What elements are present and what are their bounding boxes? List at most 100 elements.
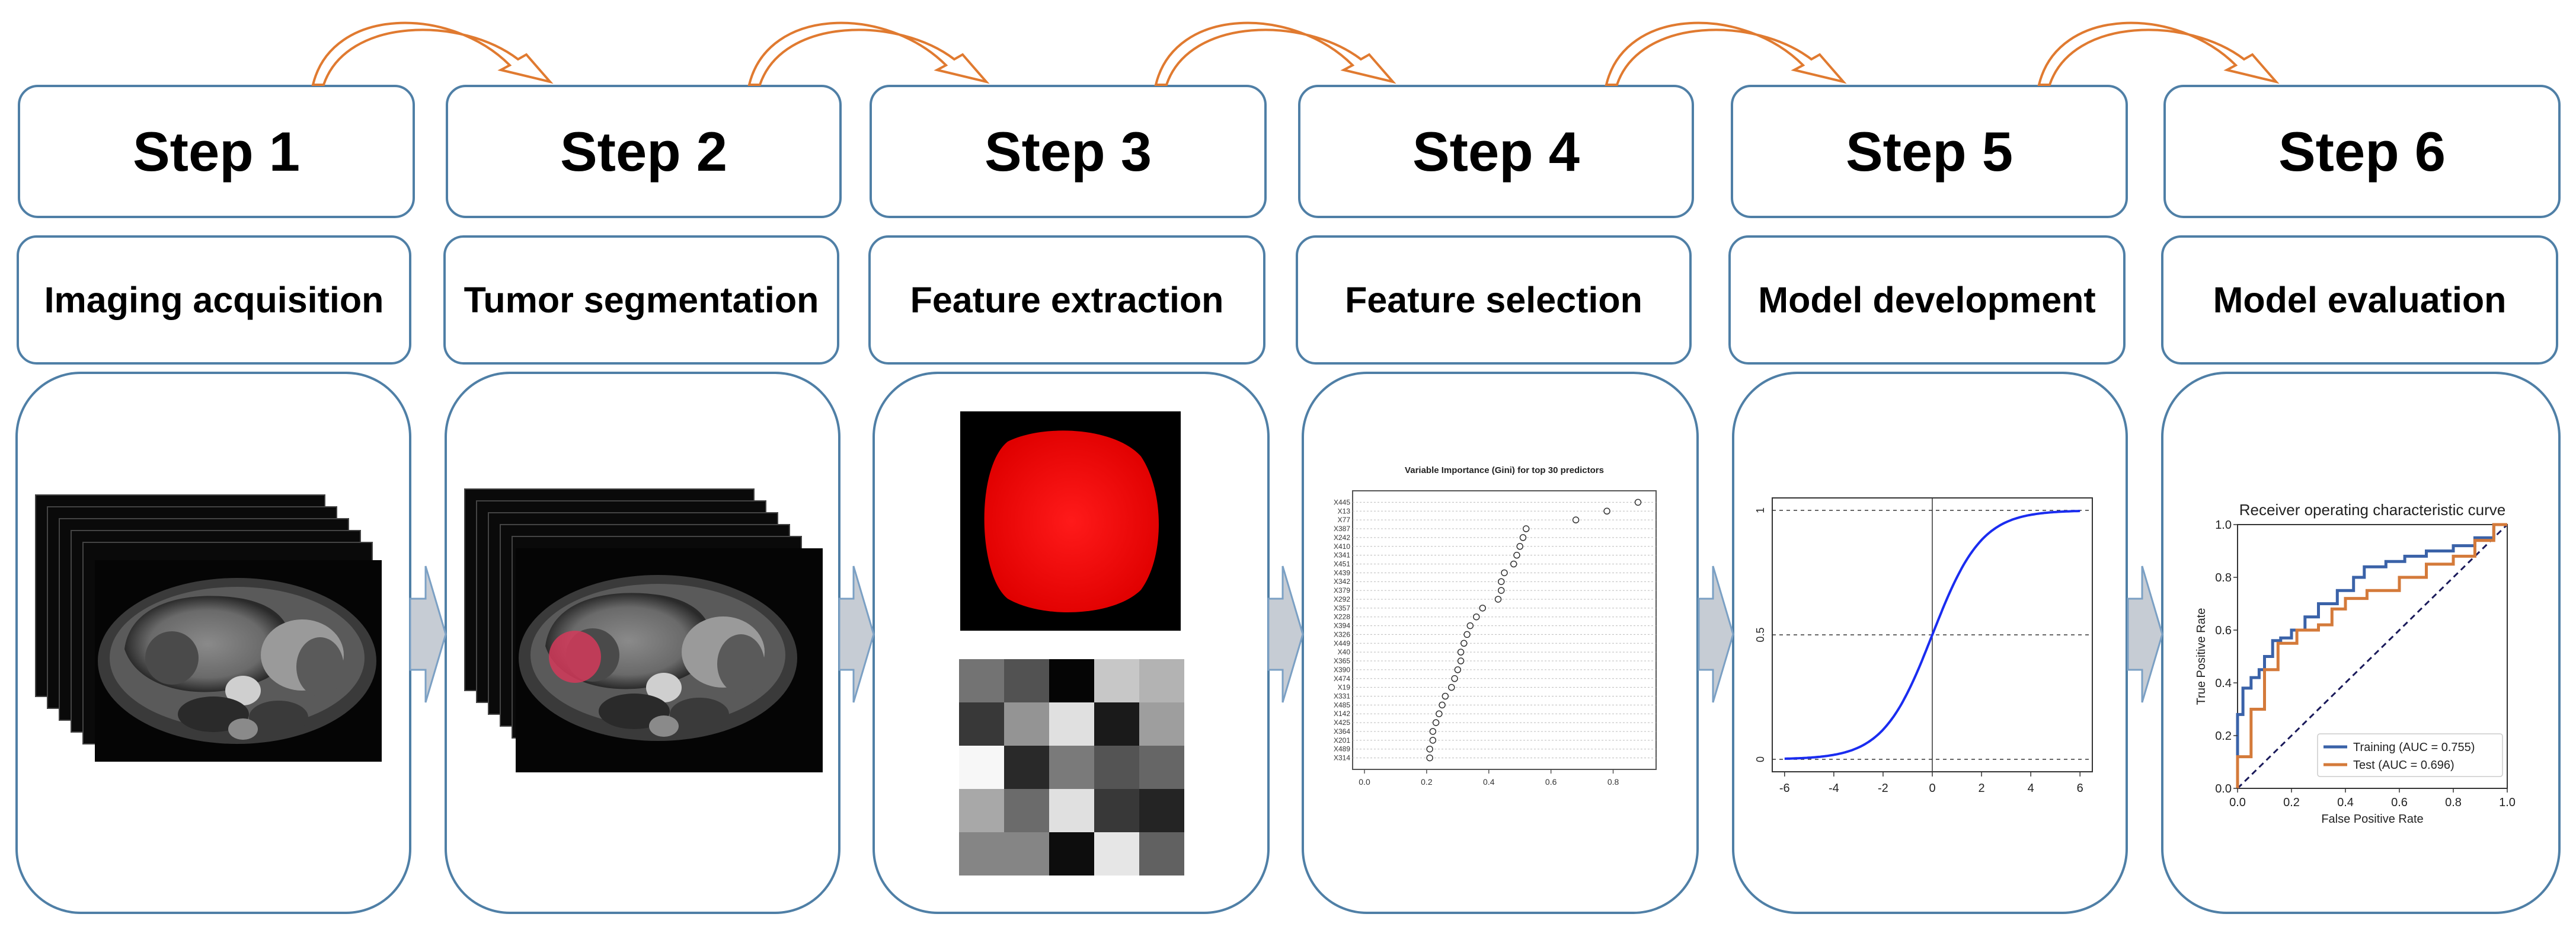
tick-label: 2 — [1979, 782, 1985, 795]
tick-label: 0 — [1754, 756, 1766, 762]
matrix-cell — [959, 659, 1004, 702]
data-point — [1426, 745, 1433, 753]
plot-frame — [1352, 490, 1657, 770]
data-point — [1510, 560, 1517, 568]
matrix-cell — [1004, 659, 1049, 702]
x-axis-label: False Positive Rate — [2321, 813, 2423, 826]
tick-label: X394 — [1334, 622, 1350, 630]
step-2-label: Step 2 — [560, 120, 728, 183]
tick-label: X410 — [1334, 542, 1350, 551]
feature-matrix — [959, 659, 1184, 876]
variable-importance-chart: Variable Importance (Gini) for top 30 pr… — [1334, 465, 1657, 787]
matrix-cell — [1049, 746, 1094, 789]
roc-series-line — [2236, 523, 2507, 788]
tick-label: -6 — [1779, 782, 1790, 795]
tick-label: X19 — [1338, 683, 1351, 692]
matrix-cell — [1094, 702, 1139, 746]
tick-label: X474 — [1334, 675, 1350, 683]
tick-label: 1.0 — [2215, 519, 2232, 532]
title-4-box: Feature selection — [1296, 235, 1692, 365]
tick-label: X13 — [1338, 507, 1351, 515]
tick-label: 0.8 — [2215, 571, 2232, 584]
right-arrow-icon — [1267, 565, 1304, 703]
matrix-cell — [1049, 702, 1094, 746]
tick-label: 6 — [2077, 782, 2083, 795]
tick-label: 1 — [1754, 507, 1766, 513]
tick-label: X326 — [1334, 630, 1350, 638]
panel-4 — [1302, 372, 1699, 914]
right-arrow-icon — [409, 565, 447, 703]
data-point — [1432, 719, 1440, 726]
title-4-label: Feature selection — [1345, 280, 1642, 320]
data-point — [1442, 692, 1449, 700]
title-5-box: Model development — [1728, 235, 2126, 365]
tick-label: 0 — [1929, 782, 1935, 795]
tick-label: X292 — [1334, 595, 1350, 603]
step-3-label: Step 3 — [984, 120, 1152, 183]
tick-label: X314 — [1334, 754, 1350, 762]
data-point — [1522, 525, 1530, 532]
data-point — [1501, 569, 1508, 577]
y-axis-label: True Positive Rate — [2195, 608, 2208, 705]
data-point — [1572, 516, 1580, 523]
matrix-cell — [959, 832, 1004, 876]
step-1-label: Step 1 — [132, 120, 301, 183]
matrix-cell — [1004, 746, 1049, 789]
matrix-cell — [1139, 832, 1184, 876]
legend-box — [2317, 733, 2503, 777]
data-point — [1436, 710, 1443, 717]
tick-label: X489 — [1334, 745, 1350, 753]
data-point — [1634, 499, 1642, 506]
title-3-box: Feature extraction — [868, 235, 1265, 365]
tick-label: X439 — [1334, 568, 1350, 577]
matrix-cell — [1139, 789, 1184, 832]
data-point — [1429, 728, 1437, 735]
matrix-cell — [1139, 702, 1184, 746]
tick-label: X341 — [1334, 551, 1350, 560]
title-5-label: Model development — [1758, 280, 2096, 320]
right-arrow-icon — [2127, 565, 2163, 703]
tick-label: X365 — [1334, 657, 1350, 665]
title-1-label: Imaging acquisition — [44, 280, 384, 320]
tick-label: X201 — [1334, 736, 1350, 745]
curved-arrow-icon — [1605, 21, 1847, 86]
tick-label: X451 — [1334, 560, 1350, 568]
matrix-cell — [1094, 659, 1139, 702]
data-point — [1426, 754, 1433, 762]
legend-label: Test (AUC = 0.696) — [2353, 759, 2454, 772]
step-1-box: Step 1 — [18, 85, 415, 218]
data-point — [1473, 613, 1480, 621]
data-point — [1457, 648, 1465, 656]
tick-label: X425 — [1334, 718, 1350, 727]
legend-label: Training (AUC = 0.755) — [2353, 741, 2475, 754]
tick-label: 0.4 — [1483, 777, 1495, 787]
tick-label: 0.5 — [1754, 627, 1766, 642]
data-point — [1494, 596, 1502, 603]
chart-title: Variable Importance (Gini) for top 30 pr… — [1405, 465, 1604, 475]
tick-label: X390 — [1334, 666, 1350, 674]
tick-label: 1.0 — [2499, 796, 2516, 809]
data-point — [1498, 578, 1505, 585]
tick-label: X142 — [1334, 710, 1350, 718]
title-2-label: Tumor segmentation — [464, 280, 819, 320]
matrix-cell — [1049, 832, 1094, 876]
matrix-cell — [1004, 702, 1049, 746]
tick-label: 0.0 — [2215, 782, 2232, 795]
right-arrow-icon — [1698, 565, 1734, 703]
tumor-overlay — [549, 631, 601, 683]
data-point — [1479, 605, 1487, 612]
tick-label: X364 — [1334, 727, 1350, 736]
tick-label: X342 — [1334, 577, 1350, 586]
data-point — [1513, 551, 1520, 559]
data-point — [1460, 640, 1468, 647]
data-point — [1451, 675, 1458, 682]
data-point — [1439, 701, 1446, 709]
tick-label: 0.2 — [2215, 730, 2232, 743]
step-4-label: Step 4 — [1412, 120, 1580, 183]
feature-map — [960, 411, 1181, 631]
title-3-label: Feature extraction — [910, 280, 1224, 320]
segmented-mri-stack — [464, 488, 823, 772]
tick-label: X242 — [1334, 533, 1350, 542]
matrix-cell — [1139, 746, 1184, 789]
